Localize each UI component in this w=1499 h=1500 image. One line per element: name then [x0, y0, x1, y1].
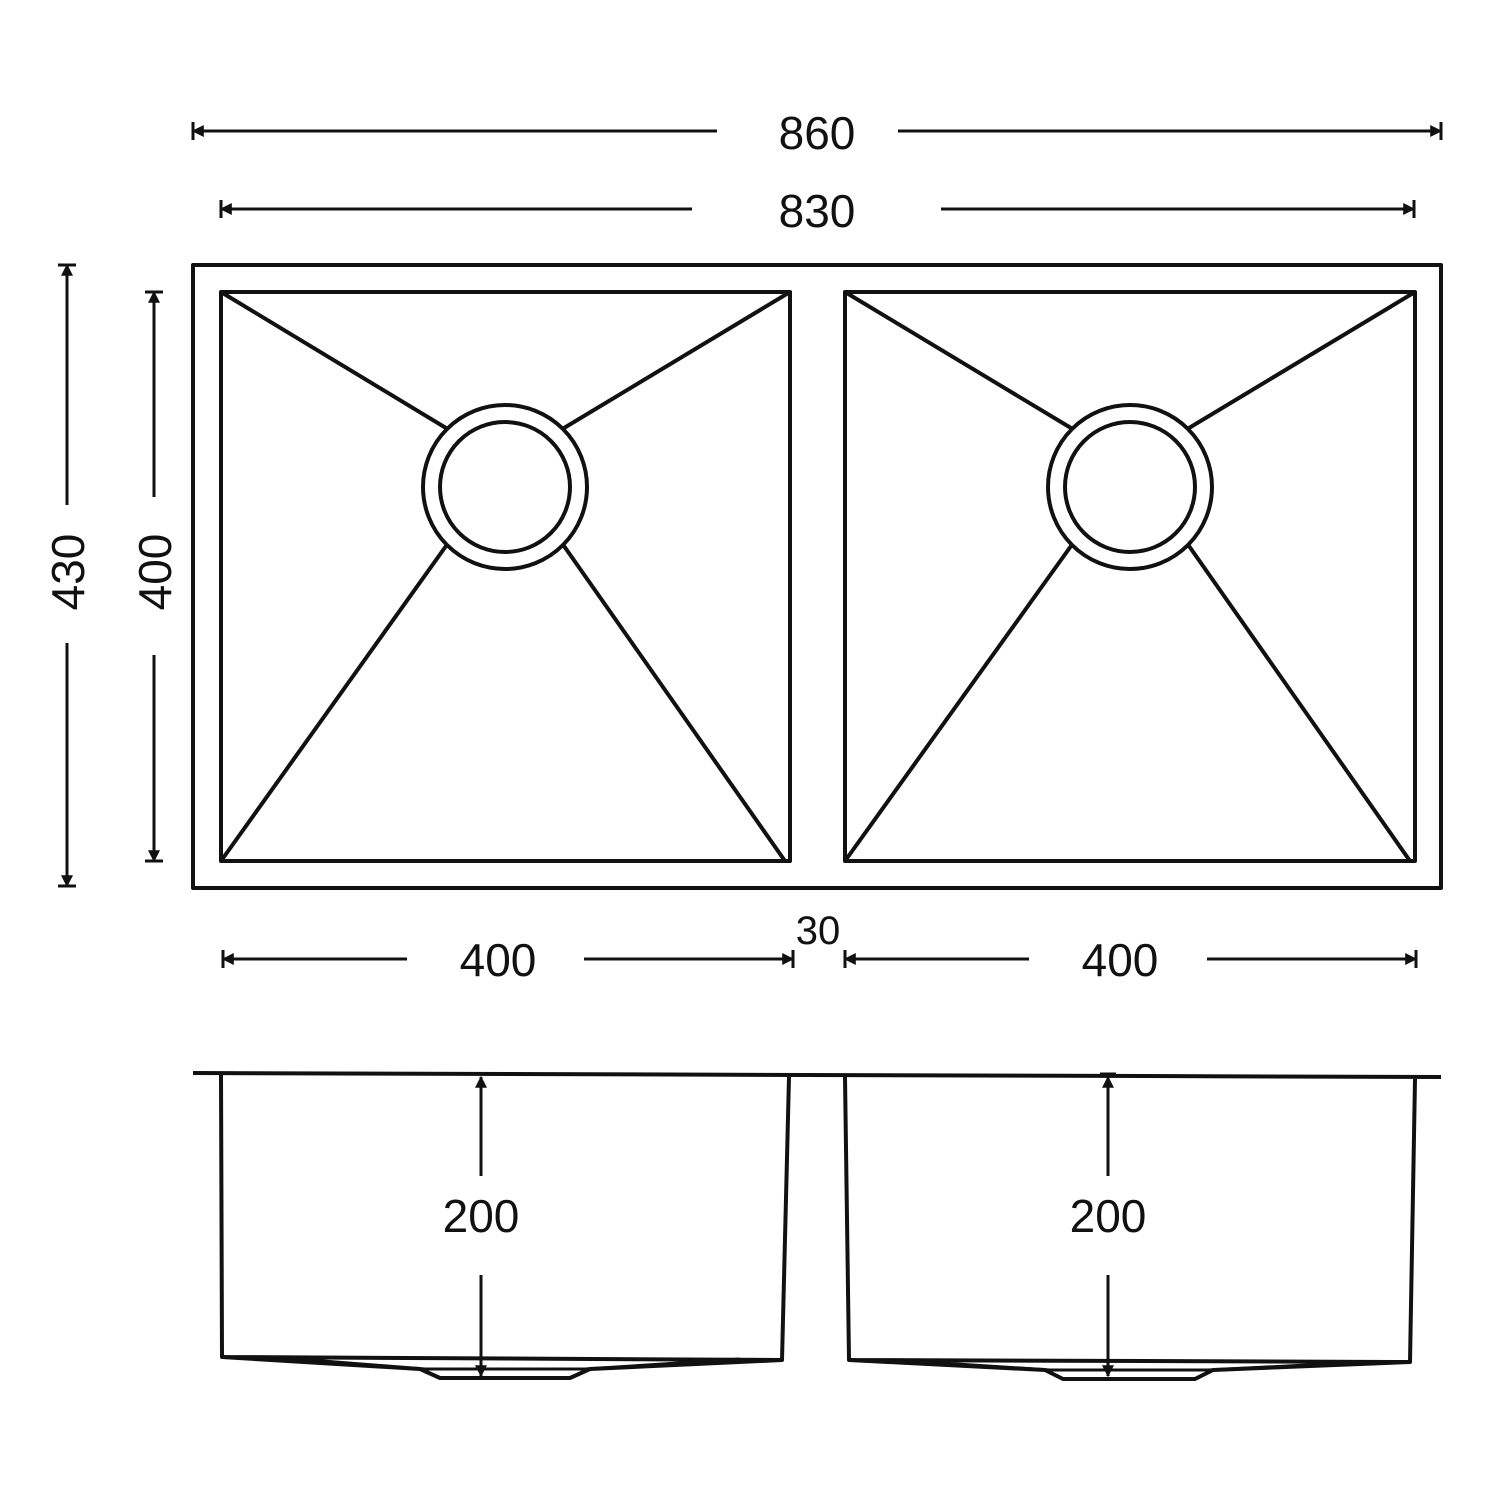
left-bowl [219, 290, 792, 863]
dimension-left-bowl-width: 400 [221, 934, 795, 986]
dimension-label: 400 [460, 934, 537, 986]
dimension-right-bowl-height: 200 [1070, 1072, 1147, 1378]
side-view [192, 1071, 1442, 1381]
top-view [191, 263, 1443, 890]
drain-inner [1063, 420, 1197, 554]
dimension-label: 400 [129, 534, 181, 611]
left-bowl-profile [219, 1074, 791, 1380]
dimension-bowl-depth: 400 [129, 290, 181, 863]
drain-inner [438, 420, 572, 554]
dimension-overall-width: 860 [191, 107, 1443, 159]
dimension-overall-depth: 430 [42, 263, 94, 888]
dimension-label: 830 [779, 185, 856, 237]
right-bowl [843, 290, 1417, 863]
dimension-right-bowl-width: 400 [843, 934, 1418, 986]
dimension-label: 860 [779, 107, 856, 159]
dimension-left-bowl-height: 200 [443, 1075, 520, 1378]
drain-outer [421, 403, 589, 571]
rim-line [192, 1071, 1442, 1079]
right-bowl-profile [843, 1076, 1417, 1381]
dimension-label: 430 [42, 534, 94, 611]
dimension-inner-width: 830 [219, 185, 1416, 237]
drain-outer [1046, 403, 1214, 571]
dimension-label: 200 [443, 1190, 520, 1242]
sink-outer-rim [191, 263, 1443, 890]
dimension-divider-gap: 30 [796, 909, 841, 953]
dimension-label: 200 [1070, 1190, 1147, 1242]
dimension-label: 400 [1082, 934, 1159, 986]
